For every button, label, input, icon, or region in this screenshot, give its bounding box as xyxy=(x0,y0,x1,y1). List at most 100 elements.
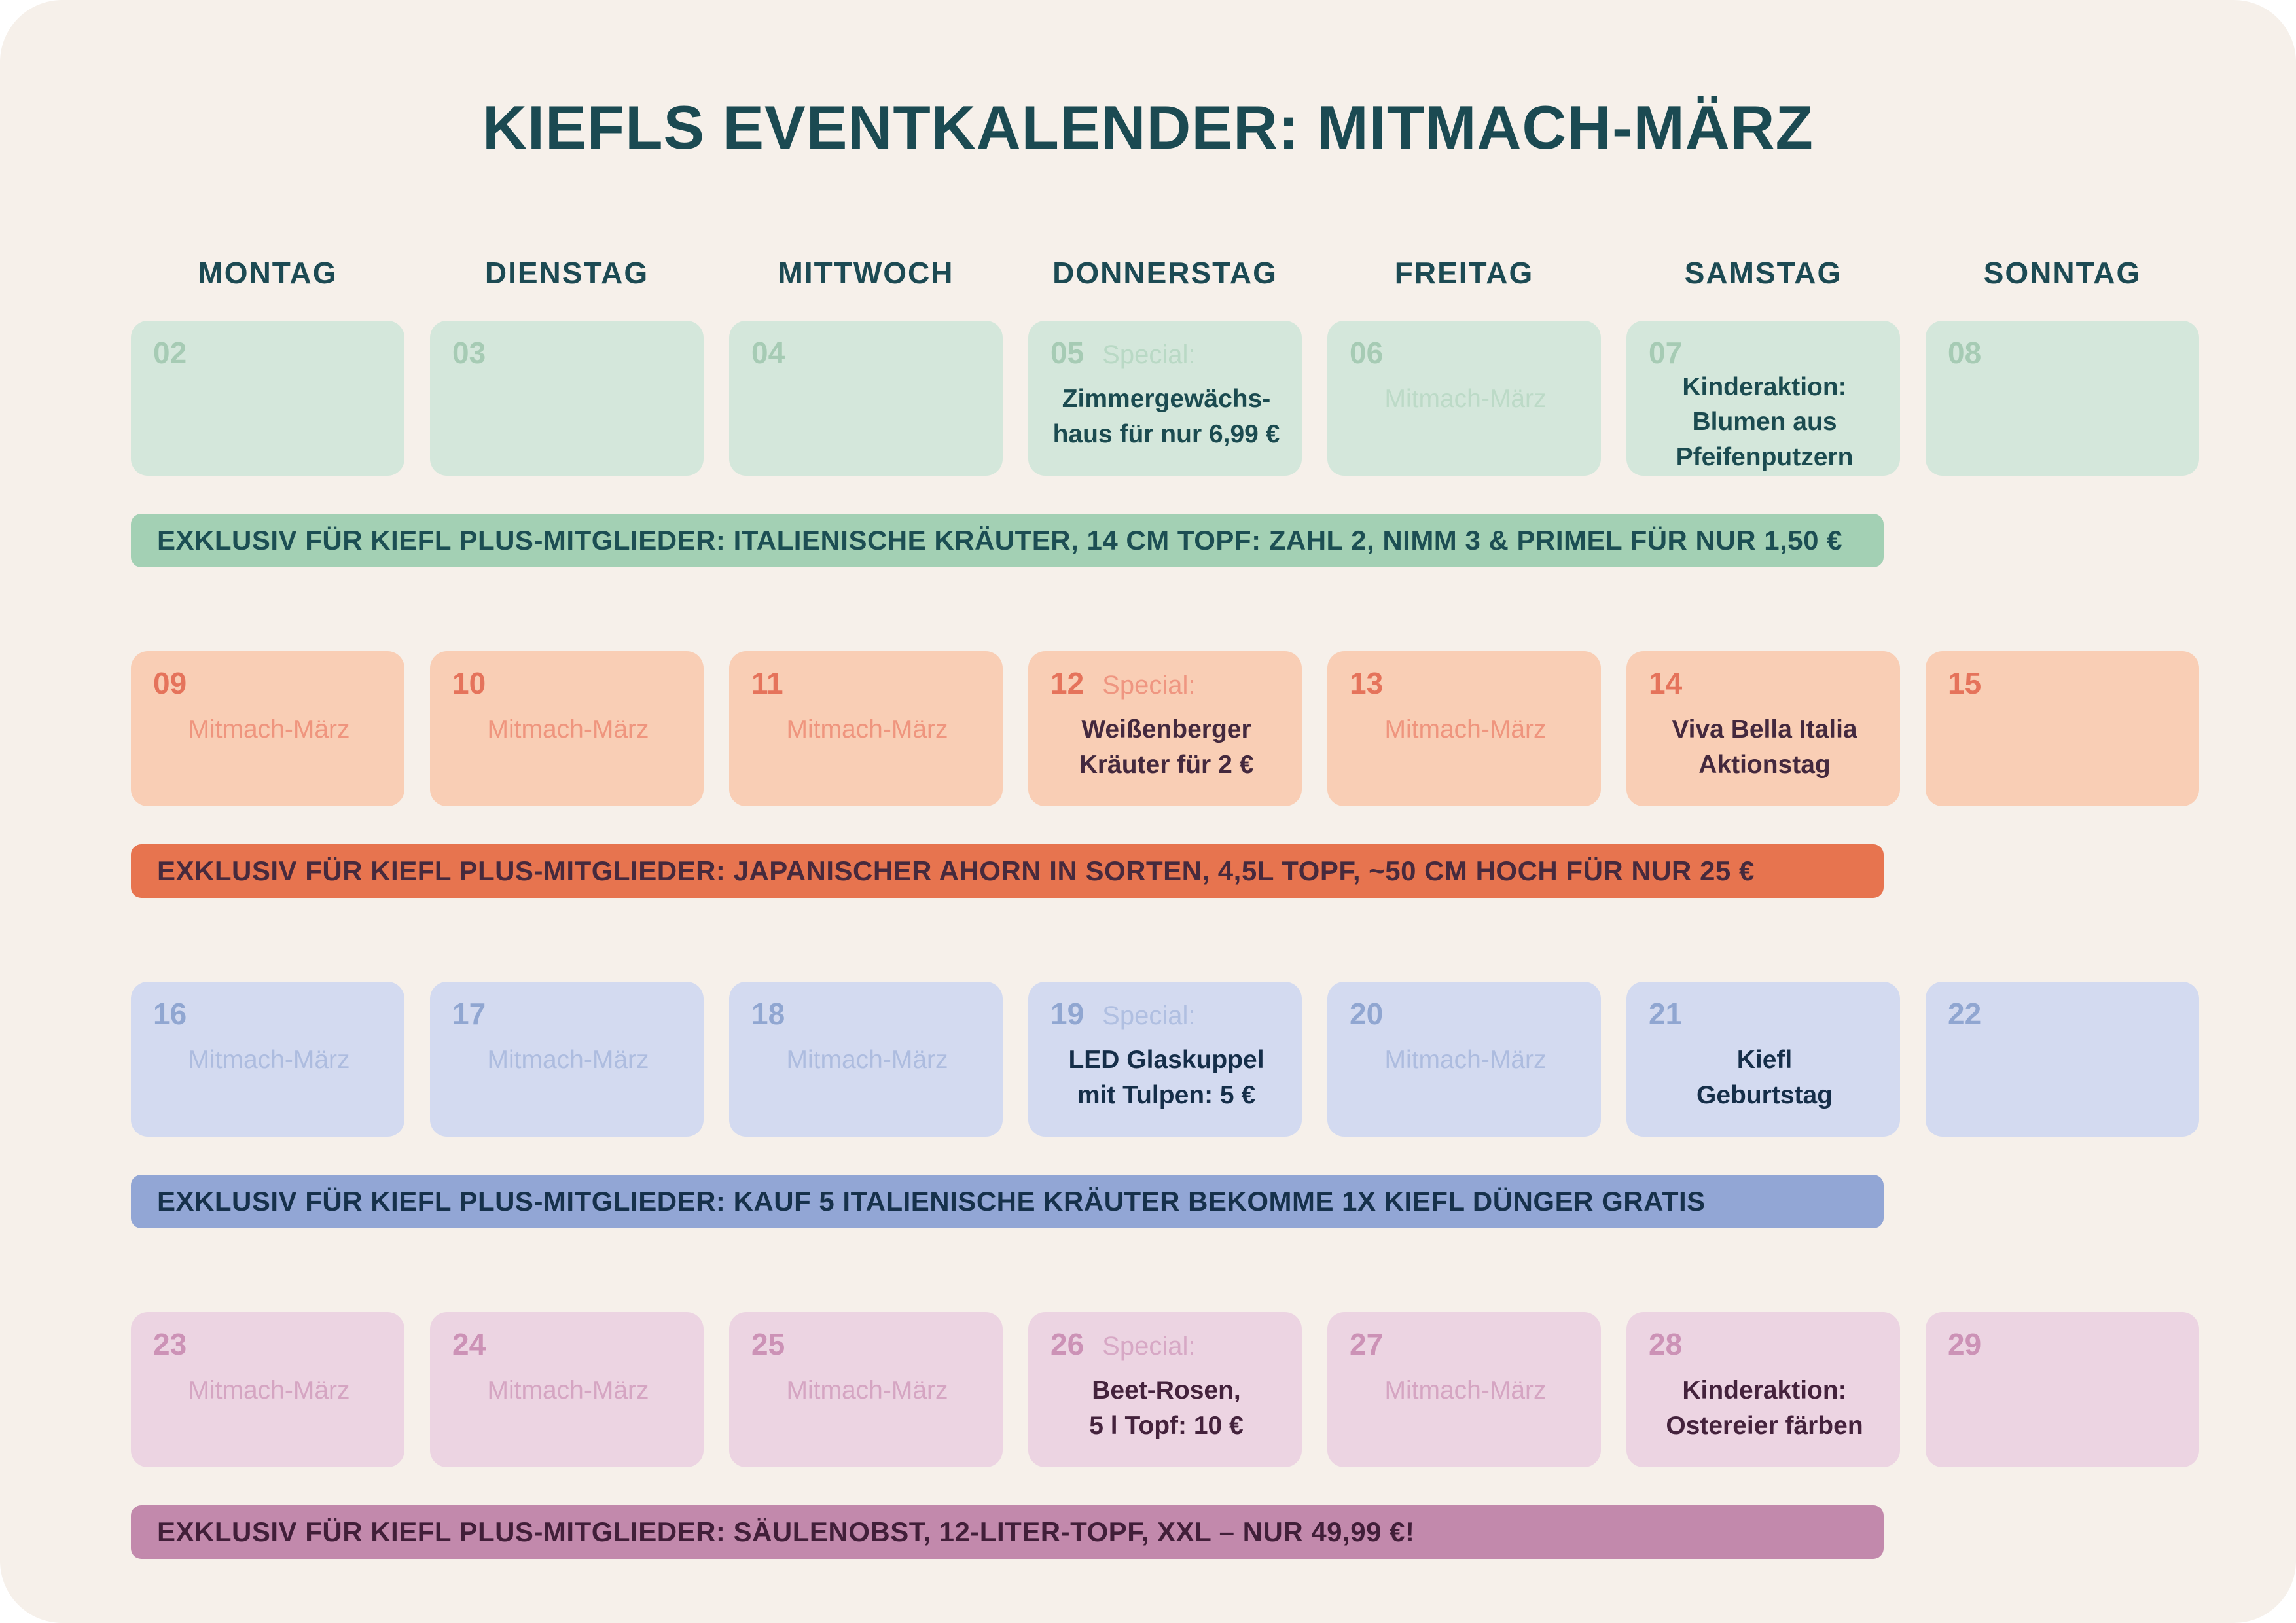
event-text: Kinderaktion: Ostereier färben xyxy=(1666,1376,1863,1440)
day-number: 14 xyxy=(1649,666,1683,700)
day-number: 11 xyxy=(751,666,783,700)
event-text: Kiefl Geburtstag xyxy=(1696,1045,1833,1109)
day-number: 15 xyxy=(1948,666,1982,700)
weekday-header-monday: MONTAG xyxy=(198,256,338,290)
event-text: LED Glaskuppel mit Tulpen: 5 € xyxy=(1068,1045,1265,1109)
day-cell-23: 23 Mitmach-März xyxy=(131,1312,404,1467)
week-3-cells: 16 Mitmach-März 17 Mitmach-März 18 Mitma… xyxy=(131,982,2296,1137)
day-number: 19 xyxy=(1050,997,1085,1031)
special-label: Special: xyxy=(1102,1001,1196,1030)
day-number: 22 xyxy=(1948,997,1982,1031)
mitmach-maerz-label: Mitmach-März xyxy=(1384,1045,1547,1074)
mitmach-maerz-label: Mitmach-März xyxy=(1384,384,1547,413)
mitmach-maerz-label: Mitmach-März xyxy=(1384,1376,1547,1404)
day-number: 10 xyxy=(452,666,486,700)
weekday-header-friday: FREITAG xyxy=(1394,256,1534,290)
page-title: KIEFLS EVENTKALENDER: MITMACH-MÄRZ xyxy=(482,93,1814,162)
day-cell-21: 21 Kiefl Geburtstag xyxy=(1626,982,1900,1137)
weekday-header-row: MONTAG DIENSTAG MITTWOCH DONNERSTAG FREI… xyxy=(131,255,2296,291)
mitmach-maerz-label: Mitmach-März xyxy=(487,715,649,743)
day-cell-05: 05 Special: Zimmergewächs- haus für nur … xyxy=(1028,321,1302,476)
day-number: 23 xyxy=(153,1327,187,1361)
mitmach-maerz-label: Mitmach-März xyxy=(1384,715,1547,743)
day-cell-17: 17 Mitmach-März xyxy=(430,982,704,1137)
week-row-3: 16 Mitmach-März 17 Mitmach-März 18 Mitma… xyxy=(0,982,2296,1228)
day-number: 16 xyxy=(153,997,187,1031)
week-row-1: 02 03 04 05 Special: Zimmergewächs- haus… xyxy=(0,321,2296,567)
weekday-header-thursday: DONNERSTAG xyxy=(1052,256,1278,290)
day-number: 20 xyxy=(1350,997,1384,1031)
week-1-cells: 02 03 04 05 Special: Zimmergewächs- haus… xyxy=(131,321,2296,476)
mitmach-maerz-label: Mitmach-März xyxy=(188,1376,350,1404)
day-cell-28: 28 Kinderaktion: Ostereier färben xyxy=(1626,1312,1900,1467)
day-cell-20: 20 Mitmach-März xyxy=(1327,982,1601,1137)
day-number: 24 xyxy=(452,1327,486,1361)
event-text: Kinderaktion: Blumen aus Pfeifenputzern xyxy=(1676,372,1854,472)
day-cell-13: 13 Mitmach-März xyxy=(1327,651,1601,806)
weekday-header-saturday: SAMSTAG xyxy=(1684,256,1842,290)
day-number: 08 xyxy=(1948,336,1982,370)
day-cell-14: 14 Viva Bella Italia Aktionstag xyxy=(1626,651,1900,806)
day-cell-09: 09 Mitmach-März xyxy=(131,651,404,806)
day-number: 26 xyxy=(1050,1327,1085,1361)
members-banner-week-1: EXKLUSIV FÜR KIEFL PLUS-MITGLIEDER: ITAL… xyxy=(131,514,1884,567)
day-cell-24: 24 Mitmach-März xyxy=(430,1312,704,1467)
day-cell-15: 15 xyxy=(1926,651,2199,806)
week-row-4: 23 Mitmach-März 24 Mitmach-März 25 Mitma… xyxy=(0,1312,2296,1559)
day-cell-06: 06 Mitmach-März xyxy=(1327,321,1601,476)
day-number: 09 xyxy=(153,666,187,700)
day-number: 25 xyxy=(751,1327,785,1361)
members-banner-week-3: EXKLUSIV FÜR KIEFL PLUS-MITGLIEDER: KAUF… xyxy=(131,1175,1884,1228)
event-text: Weißenberger Kräuter für 2 € xyxy=(1079,715,1254,779)
day-cell-03: 03 xyxy=(430,321,704,476)
weekday-header-sunday: SONNTAG xyxy=(1983,256,2142,290)
members-banner-week-2: EXKLUSIV FÜR KIEFL PLUS-MITGLIEDER: JAPA… xyxy=(131,844,1884,898)
special-label: Special: xyxy=(1102,340,1196,369)
week-2-cells: 09 Mitmach-März 10 Mitmach-März 11 Mitma… xyxy=(131,651,2296,806)
day-number: 07 xyxy=(1649,336,1683,370)
week-4-cells: 23 Mitmach-März 24 Mitmach-März 25 Mitma… xyxy=(131,1312,2296,1467)
day-number: 28 xyxy=(1649,1327,1683,1361)
special-label: Special: xyxy=(1102,671,1196,700)
day-cell-10: 10 Mitmach-März xyxy=(430,651,704,806)
weekday-header-tuesday: DIENSTAG xyxy=(484,256,649,290)
day-number: 17 xyxy=(452,997,486,1031)
day-number: 29 xyxy=(1948,1327,1982,1361)
day-number: 05 xyxy=(1050,336,1085,370)
week-row-2: 09 Mitmach-März 10 Mitmach-März 11 Mitma… xyxy=(0,651,2296,898)
day-cell-16: 16 Mitmach-März xyxy=(131,982,404,1137)
mitmach-maerz-label: Mitmach-März xyxy=(487,1045,649,1074)
mitmach-maerz-label: Mitmach-März xyxy=(188,715,350,743)
day-number: 12 xyxy=(1050,666,1085,700)
special-label: Special: xyxy=(1102,1332,1196,1361)
day-cell-08: 08 xyxy=(1926,321,2199,476)
mitmach-maerz-label: Mitmach-März xyxy=(487,1376,649,1404)
day-cell-26: 26 Special: Beet-Rosen, 5 l Topf: 10 € xyxy=(1028,1312,1302,1467)
day-cell-22: 22 xyxy=(1926,982,2199,1137)
event-text: Viva Bella Italia Aktionstag xyxy=(1672,715,1857,779)
day-cell-11: 11 Mitmach-März xyxy=(729,651,1003,806)
event-text: Zimmergewächs- haus für nur 6,99 € xyxy=(1052,384,1280,448)
day-number: 03 xyxy=(452,336,486,370)
day-number: 04 xyxy=(751,336,785,370)
day-cell-12: 12 Special: Weißenberger Kräuter für 2 € xyxy=(1028,651,1302,806)
day-cell-19: 19 Special: LED Glaskuppel mit Tulpen: 5… xyxy=(1028,982,1302,1137)
mitmach-maerz-label: Mitmach-März xyxy=(786,1045,948,1074)
day-cell-18: 18 Mitmach-März xyxy=(729,982,1003,1137)
day-cell-02: 02 xyxy=(131,321,404,476)
day-number: 27 xyxy=(1350,1327,1384,1361)
day-number: 21 xyxy=(1649,997,1683,1031)
day-number: 06 xyxy=(1350,336,1384,370)
mitmach-maerz-label: Mitmach-März xyxy=(786,715,948,743)
day-cell-25: 25 Mitmach-März xyxy=(729,1312,1003,1467)
day-number: 02 xyxy=(153,336,187,370)
members-banner-week-4: EXKLUSIV FÜR KIEFL PLUS-MITGLIEDER: SÄUL… xyxy=(131,1505,1884,1559)
mitmach-maerz-label: Mitmach-März xyxy=(786,1376,948,1404)
day-number: 18 xyxy=(751,997,785,1031)
day-cell-29: 29 xyxy=(1926,1312,2199,1467)
day-cell-04: 04 xyxy=(729,321,1003,476)
weekday-header-wednesday: MITTWOCH xyxy=(778,256,954,290)
day-cell-27: 27 Mitmach-März xyxy=(1327,1312,1601,1467)
day-number: 13 xyxy=(1350,666,1384,700)
